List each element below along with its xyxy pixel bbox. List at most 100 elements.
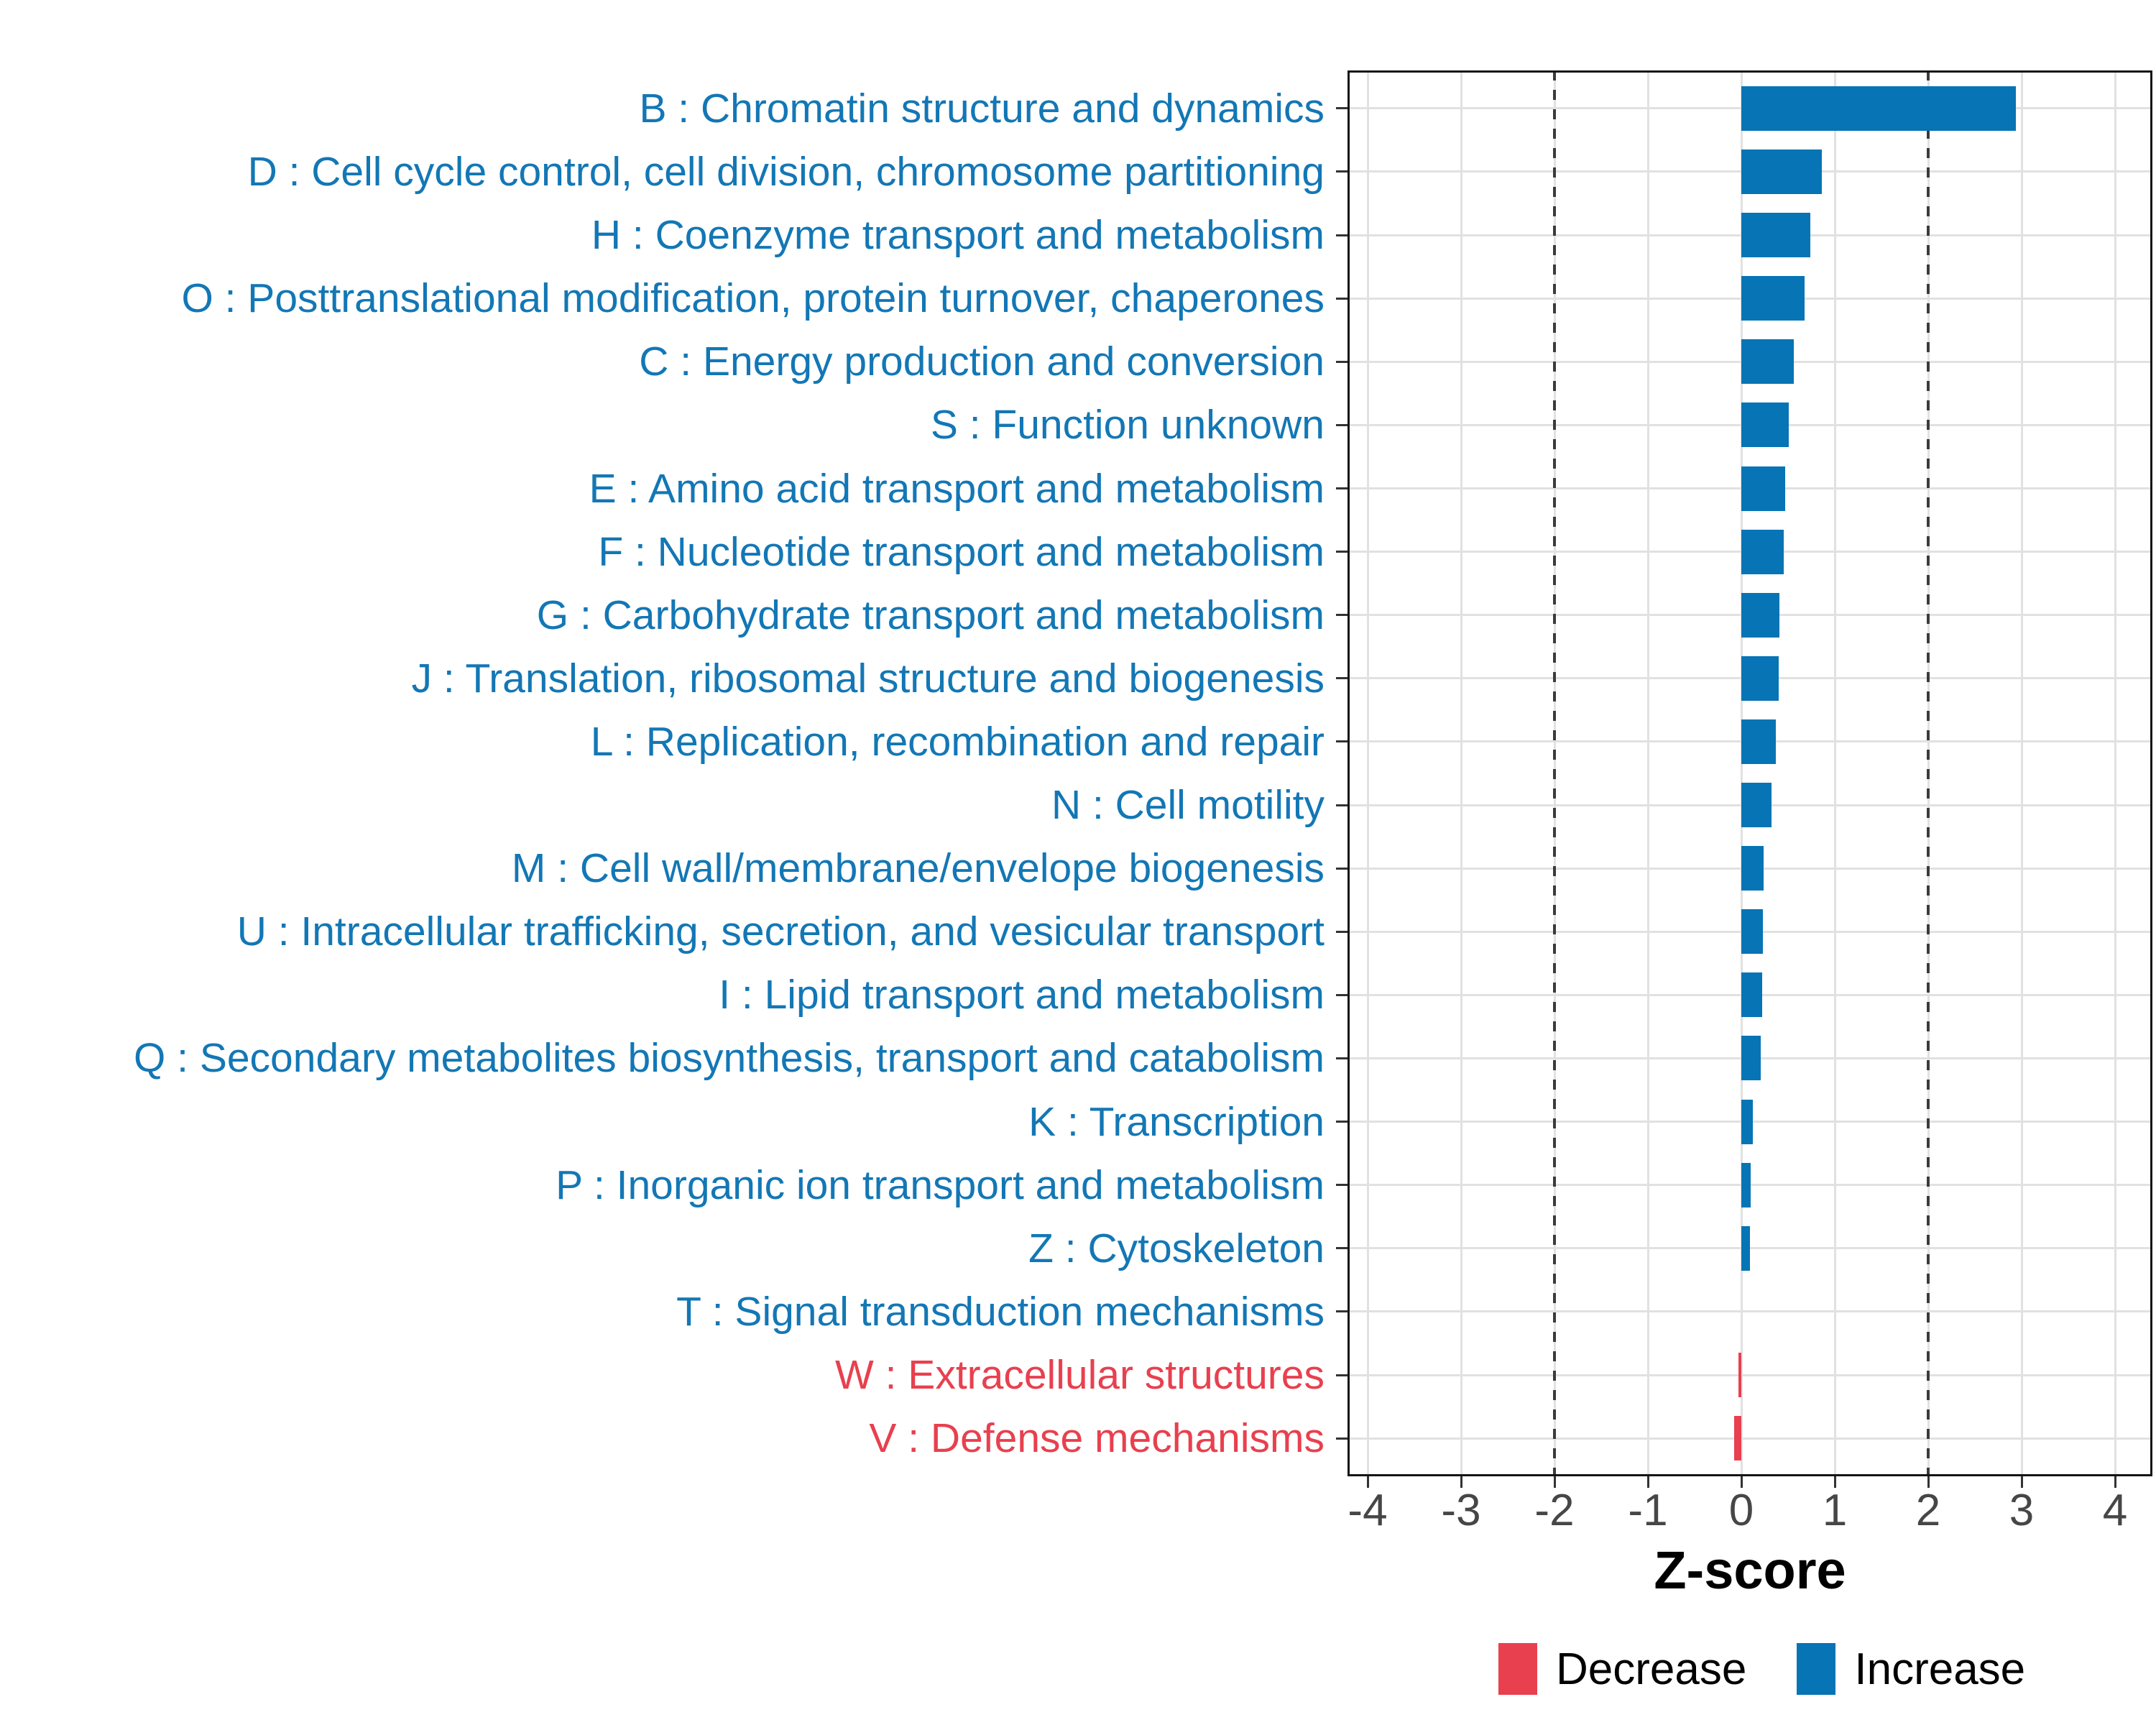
y-axis-label: T : Signal transduction mechanisms (676, 1288, 1325, 1335)
y-axis-tick (1336, 930, 1348, 933)
y-axis-label: S : Function unknown (930, 402, 1325, 448)
bar-increase (1741, 276, 1805, 321)
y-axis-tick (1336, 1437, 1348, 1440)
y-axis-tick (1336, 107, 1348, 110)
x-gridline (2020, 70, 2023, 1476)
x-axis-tick (1740, 1476, 1743, 1488)
y-axis-label: Q : Secondary metabolites biosynthesis, … (133, 1035, 1325, 1082)
bar-increase (1741, 86, 2017, 131)
y-axis-tick (1336, 867, 1348, 870)
y-axis-tick (1336, 551, 1348, 553)
bar-increase (1741, 213, 1811, 258)
y-axis-tick (1336, 1310, 1348, 1313)
y-axis-label: N : Cell motility (1051, 782, 1325, 829)
y-axis-label: U : Intracellular trafficking, secretion… (236, 908, 1325, 955)
y-axis-label: F : Nucleotide transport and metabolism (598, 528, 1325, 575)
legend-swatch-decrease (1498, 1643, 1537, 1695)
y-axis-label: V : Defense mechanisms (869, 1415, 1325, 1462)
y-axis-tick (1336, 1247, 1348, 1250)
x-tick-label: -4 (1348, 1486, 1388, 1535)
y-axis-label: W : Extracellular structures (835, 1352, 1325, 1399)
y-axis-label: M : Cell wall/membrane/envelope biogenes… (511, 845, 1325, 892)
bar-increase (1741, 1099, 1753, 1144)
bar-increase (1741, 1225, 1750, 1271)
bar-increase (1741, 149, 1822, 194)
bar-increase (1741, 1036, 1761, 1081)
x-axis-tick (2020, 1476, 2023, 1488)
bar-increase (1741, 656, 1779, 701)
x-gridline (1460, 70, 1462, 1476)
x-axis-tick (1833, 1476, 1836, 1488)
x-tick-label: 4 (2102, 1486, 2128, 1535)
x-tick-label: 2 (1915, 1486, 1941, 1535)
y-axis-label: K : Transcription (1028, 1098, 1325, 1145)
x-tick-label: 0 (1728, 1486, 1754, 1535)
y-axis-tick (1336, 804, 1348, 806)
x-axis-tick (1553, 1476, 1556, 1488)
y-axis-tick (1336, 170, 1348, 173)
x-gridline (1740, 70, 1743, 1476)
bar-increase (1741, 909, 1763, 954)
y-axis-tick (1336, 487, 1348, 489)
bar-increase (1741, 402, 1789, 448)
y-gridline (1348, 1310, 2152, 1313)
y-axis-tick (1336, 234, 1348, 236)
x-gridline (1366, 70, 1369, 1476)
dashed-reference-line (1927, 70, 1930, 1476)
bar-increase (1741, 592, 1780, 638)
bar-increase (1741, 783, 1772, 828)
y-axis-tick (1336, 423, 1348, 426)
bar-increase (1741, 972, 1762, 1018)
y-gridline (1348, 1247, 2152, 1250)
bar-increase (1741, 529, 1784, 574)
bar-increase (1741, 1162, 1751, 1208)
x-axis-tick (1927, 1476, 1930, 1488)
y-axis-label: D : Cell cycle control, cell division, c… (247, 148, 1325, 195)
plot-panel (1336, 70, 2152, 1488)
bar-increase (1741, 846, 1764, 891)
x-axis-tick (1646, 1476, 1649, 1488)
y-axis-label: I : Lipid transport and metabolism (719, 972, 1325, 1018)
bar-decrease (1733, 1416, 1741, 1461)
y-axis-label: O : Posttranslational modification, prot… (181, 275, 1325, 322)
y-axis-tick (1336, 297, 1348, 300)
y-axis-tick (1336, 1184, 1348, 1187)
legend-label-increase: Increase (1854, 1644, 2026, 1694)
y-axis-tick (1336, 1374, 1348, 1376)
legend: Decrease Increase (1498, 1640, 2025, 1698)
x-tick-label: -3 (1441, 1486, 1481, 1535)
y-axis-label: E : Amino acid transport and metabolism (589, 465, 1325, 512)
x-axis-tick (1366, 1476, 1369, 1488)
x-axis-tick (1460, 1476, 1462, 1488)
y-axis-label: J : Translation, ribosomal structure and… (411, 655, 1325, 702)
x-tick-label: 3 (2009, 1486, 2035, 1535)
y-axis-label: P : Inorganic ion transport and metaboli… (556, 1162, 1325, 1208)
y-axis-tick (1336, 740, 1348, 743)
x-tick-label: 1 (1822, 1486, 1848, 1535)
legend-swatch-increase (1797, 1643, 1836, 1695)
y-axis-tick (1336, 614, 1348, 617)
y-gridline (1348, 1374, 2152, 1376)
y-axis-tick (1336, 1057, 1348, 1059)
bar-increase (1741, 339, 1794, 385)
bar-increase (1741, 719, 1777, 764)
dashed-reference-line (1553, 70, 1556, 1476)
y-axis-label: H : Coenzyme transport and metabolism (591, 212, 1325, 259)
y-axis-label: G : Carbohydrate transport and metabolis… (536, 592, 1325, 638)
y-gridline (1348, 1437, 2152, 1440)
x-gridline (1646, 70, 1649, 1476)
x-axis-title: Z-score (1654, 1540, 1846, 1600)
y-axis-tick (1336, 1121, 1348, 1123)
x-tick-label: -1 (1628, 1486, 1668, 1535)
bar-increase (1741, 466, 1786, 511)
bar-decrease (1738, 1353, 1741, 1398)
x-axis-tick (2114, 1476, 2116, 1488)
y-axis-label: C : Energy production and conversion (639, 339, 1325, 385)
legend-label-decrease: Decrease (1556, 1644, 1747, 1694)
x-tick-label: -2 (1534, 1486, 1575, 1535)
x-gridline (1833, 70, 1836, 1476)
y-axis-label: B : Chromatin structure and dynamics (639, 85, 1325, 132)
y-axis-tick (1336, 360, 1348, 363)
y-axis-tick (1336, 677, 1348, 680)
